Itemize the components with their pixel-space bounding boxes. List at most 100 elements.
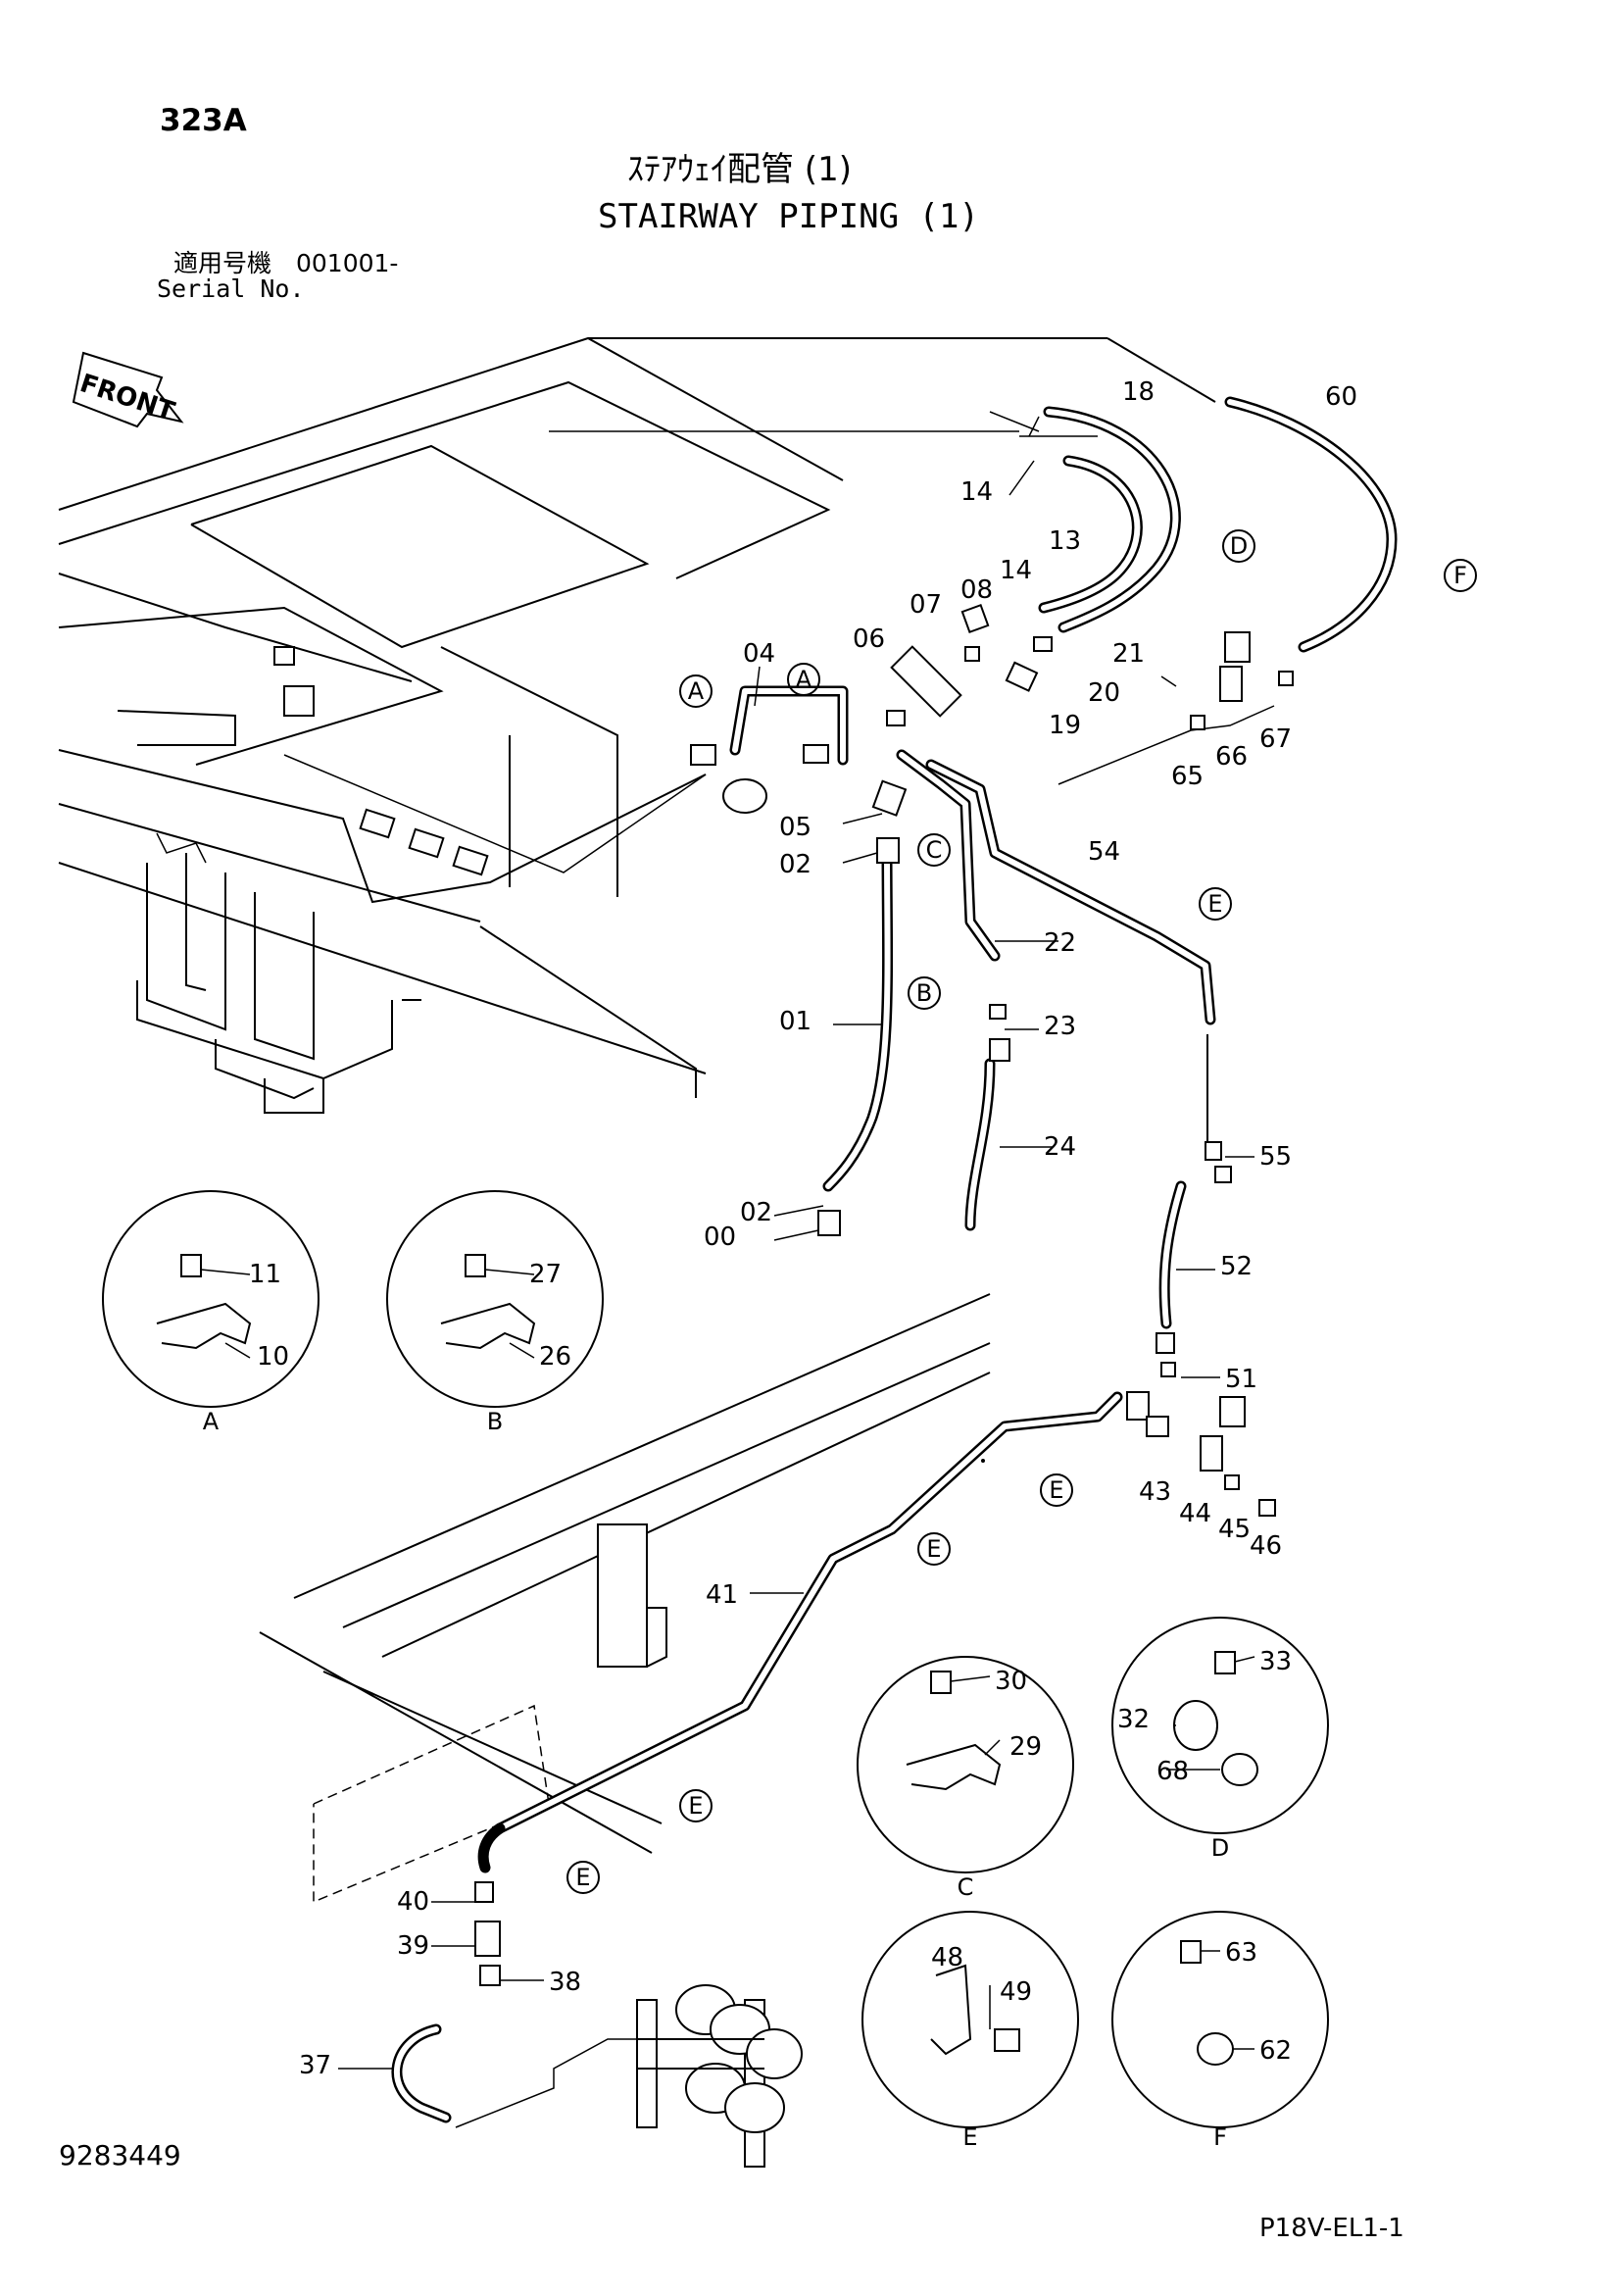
callout-D: D xyxy=(1222,529,1255,563)
callout-E-5: E xyxy=(566,1861,600,1894)
hose-37 xyxy=(391,2023,637,2128)
part-label: 02 xyxy=(779,850,812,879)
part-label: 43 xyxy=(1139,1477,1171,1507)
part-label: 30 xyxy=(995,1667,1027,1696)
page-code: 323A xyxy=(160,103,247,138)
part-label: 67 xyxy=(1259,724,1292,754)
detail-letter-B: B xyxy=(487,1408,503,1435)
svg-text:E: E xyxy=(1207,890,1222,918)
detail-letter-E: E xyxy=(962,2123,977,2151)
detail-letter-C: C xyxy=(958,1873,974,1901)
hose-18 xyxy=(1038,406,1181,633)
svg-text:E: E xyxy=(575,1864,590,1891)
part-label: 63 xyxy=(1225,1938,1257,1968)
part-label: 27 xyxy=(529,1260,562,1289)
svg-text:C: C xyxy=(926,836,943,864)
callout-E-2: E xyxy=(1040,1473,1073,1507)
svg-text:A: A xyxy=(688,677,705,705)
callout-B: B xyxy=(908,976,941,1010)
detail-view-C: C xyxy=(857,1656,1074,1901)
part-label: 20 xyxy=(1088,678,1120,708)
part-labels: 00 01 02 02 04 05 06 07 08 10 11 13 14 1… xyxy=(249,377,1357,2080)
part-label: 41 xyxy=(706,1580,738,1610)
part-label: 55 xyxy=(1259,1142,1292,1172)
hose-52 xyxy=(1158,1180,1187,1329)
svg-text:D: D xyxy=(1230,532,1248,560)
svg-text:E: E xyxy=(1049,1476,1063,1504)
title-english: STAIRWAY PIPING (1) xyxy=(598,197,979,236)
pipe-54 xyxy=(925,759,1216,1142)
part-label: 04 xyxy=(743,639,775,669)
part-label: 19 xyxy=(1049,711,1081,740)
part-label: 29 xyxy=(1009,1732,1042,1762)
part-label: 37 xyxy=(299,2051,331,2080)
callout-E-1: E xyxy=(1199,887,1232,921)
part-label: 33 xyxy=(1259,1647,1292,1676)
stair-cluster xyxy=(636,1984,803,2168)
part-label: 18 xyxy=(1122,377,1155,407)
detail-letter-A: A xyxy=(203,1408,220,1435)
callout-A-right: A xyxy=(787,663,820,696)
callout-E-4: E xyxy=(679,1789,713,1822)
detail-view-B: B xyxy=(386,1190,604,1435)
part-label: 26 xyxy=(539,1342,571,1372)
part-label: 23 xyxy=(1044,1012,1076,1041)
part-label: 62 xyxy=(1259,2036,1292,2066)
part-label: 65 xyxy=(1171,762,1204,791)
part-label: 13 xyxy=(1049,526,1081,556)
part-label: 45 xyxy=(1218,1515,1251,1544)
part-label: 05 xyxy=(779,813,812,842)
leader-lines xyxy=(200,411,1255,2070)
lower-deck-outline xyxy=(259,1293,991,1904)
detail-letter-D: D xyxy=(1211,1834,1229,1862)
stair-frame xyxy=(136,808,489,1114)
machine-body-outline xyxy=(58,336,1216,1098)
callout-E-6: E xyxy=(981,1459,985,1463)
part-label: 24 xyxy=(1044,1132,1076,1162)
detail-view-A: A xyxy=(102,1190,320,1435)
part-label: 52 xyxy=(1220,1252,1253,1281)
part-label: 02 xyxy=(740,1198,772,1227)
part-label: 39 xyxy=(397,1931,429,1961)
hose-24 xyxy=(964,1058,996,1231)
serial-label-japanese: 適用号機 001001- xyxy=(173,249,399,277)
document-number: 9283449 xyxy=(59,2139,181,2171)
pipe-41 xyxy=(477,1391,1123,1873)
front-label: FRONT xyxy=(76,369,178,426)
serial-label-english: Serial No. xyxy=(157,275,305,303)
hose-60 xyxy=(1224,396,1398,653)
part-label: 11 xyxy=(249,1260,281,1289)
part-label: 01 xyxy=(779,1007,812,1036)
svg-text:E: E xyxy=(688,1792,703,1820)
part-label: 60 xyxy=(1325,382,1357,412)
part-label: 40 xyxy=(397,1887,429,1917)
part-label: 46 xyxy=(1250,1531,1282,1561)
part-label: 10 xyxy=(257,1342,289,1372)
sheet-code: P18V-EL1-1 xyxy=(1259,2214,1404,2243)
svg-text:F: F xyxy=(1453,562,1467,589)
detail-letter-F: F xyxy=(1213,2123,1227,2151)
part-label: 22 xyxy=(1044,928,1076,958)
part-label: 14 xyxy=(960,477,993,507)
svg-text:A: A xyxy=(796,666,812,693)
part-label: 51 xyxy=(1225,1365,1257,1394)
svg-text:B: B xyxy=(916,979,932,1007)
lines-connector xyxy=(283,416,1275,873)
part-label: 21 xyxy=(1112,639,1145,669)
detail-view-D: D xyxy=(1111,1617,1329,1862)
title-japanese: ｽﾃｱｳｪｲ配管 (1) xyxy=(627,150,852,189)
part-label: 66 xyxy=(1215,742,1248,772)
part-label: 32 xyxy=(1117,1705,1150,1734)
hose-01 xyxy=(822,842,894,1192)
part-label: 38 xyxy=(549,1968,581,1997)
part-label: 54 xyxy=(1088,837,1120,867)
callout-E-3: E xyxy=(917,1532,951,1566)
part-label: 44 xyxy=(1179,1499,1211,1528)
detail-view-E: E xyxy=(861,1911,1079,2151)
part-label: 68 xyxy=(1156,1757,1189,1786)
part-label: 49 xyxy=(1000,1977,1032,2007)
part-label: 08 xyxy=(960,575,993,605)
part-label: 00 xyxy=(704,1223,736,1252)
svg-text:E: E xyxy=(926,1535,941,1563)
